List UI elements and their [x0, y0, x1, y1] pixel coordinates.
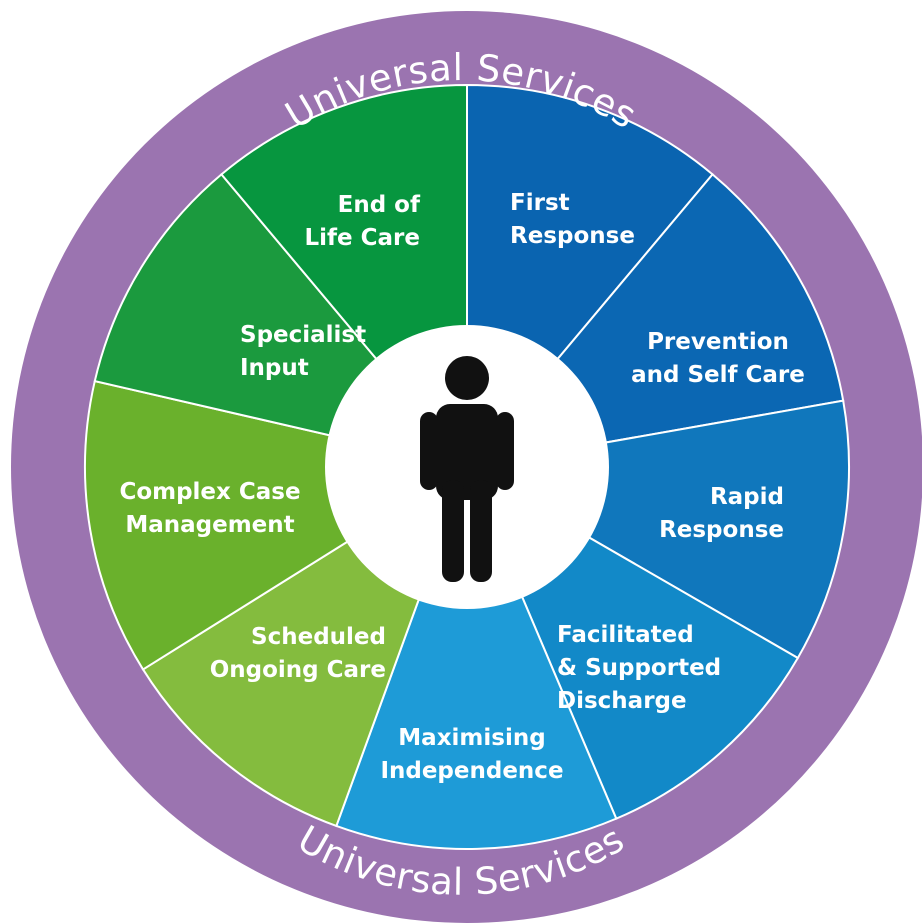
segment-maximising-independence [335, 464, 618, 850]
segment-label-line: Rapid [710, 484, 784, 510]
segment-label-line: & Supported [557, 655, 721, 681]
segment-label-line: Scheduled [251, 624, 386, 650]
segment-label-end-of-life-care: End of Life Care [305, 192, 421, 251]
segment-label-line: Response [510, 223, 635, 249]
segment-label-line: Specialist [240, 322, 366, 348]
segment-label-line: Prevention [647, 329, 789, 355]
segment-label-line: and Self Care [631, 362, 805, 388]
segment-label-line: Complex Case [119, 479, 300, 505]
segment-label-prevention-self-care: Prevention and Self Care [631, 329, 805, 388]
segment-label-line: Input [240, 355, 309, 381]
segment-label-line: First [510, 190, 570, 216]
segment-label-line: Discharge [557, 688, 687, 714]
segment-label-line: End of [338, 192, 421, 218]
segment-label-line: Maximising [398, 725, 545, 751]
segment-label-line: Life Care [305, 225, 421, 251]
segment-label-line: Response [659, 517, 784, 543]
segment-label-line: Independence [380, 758, 563, 784]
person-icon [420, 356, 514, 582]
segment-label-line: Management [125, 512, 294, 538]
segment-label-line: Facilitated [557, 622, 694, 648]
segment-label-line: Ongoing Care [210, 657, 386, 683]
